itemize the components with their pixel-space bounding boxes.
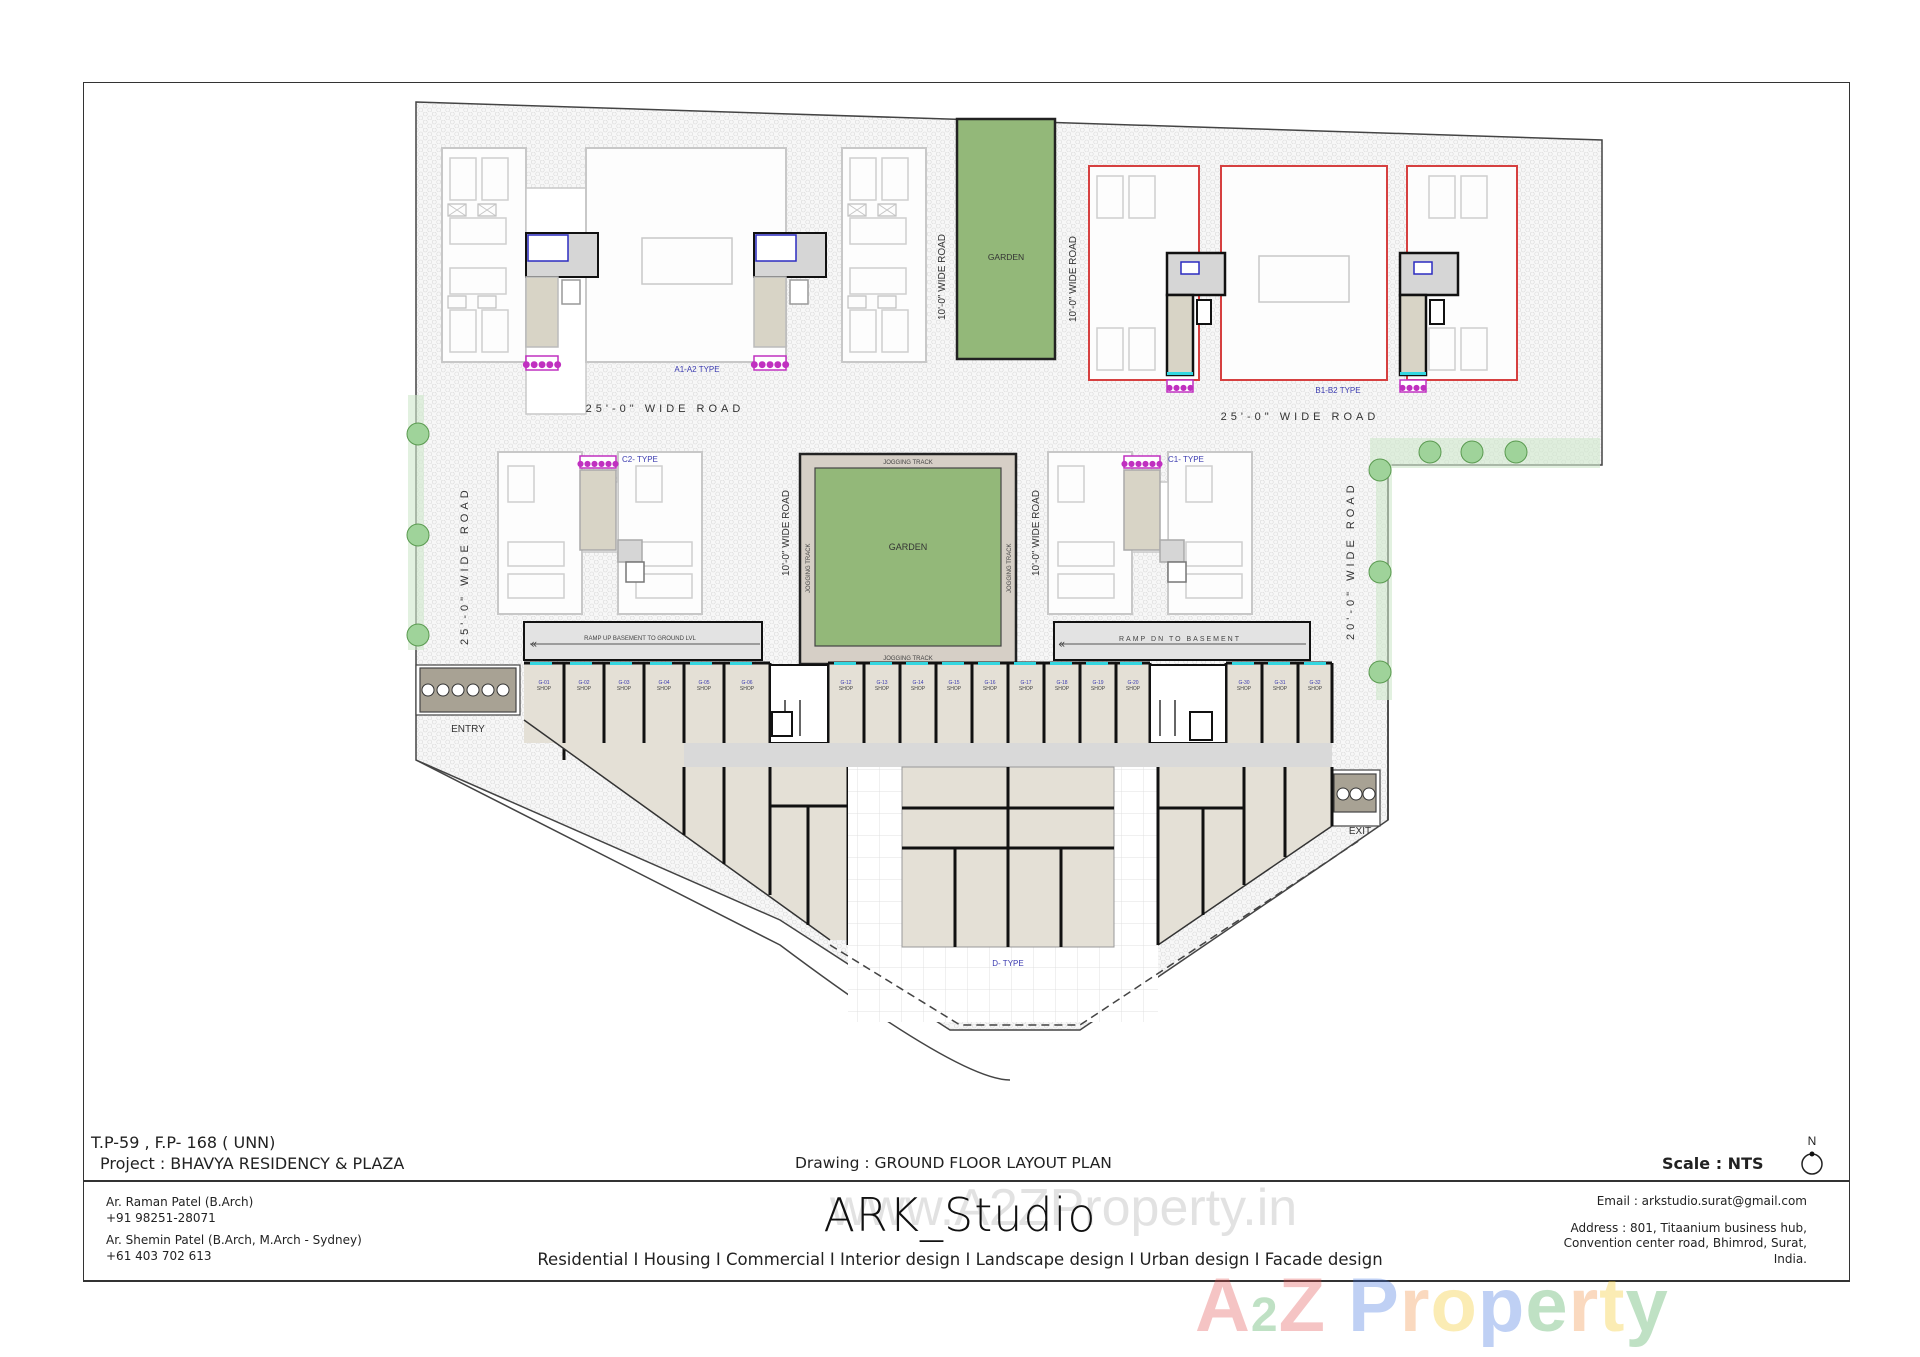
svg-text:JOGGING TRACK: JOGGING TRACK: [883, 656, 933, 662]
studio-address-line2: Convention center road, Bhimrod, Surat,: [1563, 1236, 1807, 1250]
architect-2-name: Ar. Shemin Patel (B.Arch, M.Arch - Sydne…: [106, 1233, 362, 1247]
studio-address-line1: Address : 801, Titaanium business hub,: [1570, 1220, 1807, 1235]
studio-tagline: Residential I Housing I Commercial I Int…: [537, 1250, 1383, 1269]
core-stair-left: [769, 664, 829, 744]
exit-gate: [1329, 769, 1381, 827]
svg-text:20'-0" WIDE ROAD: 20'-0" WIDE ROAD: [1345, 481, 1357, 640]
svg-text:10'-0" WIDE ROAD: 10'-0" WIDE ROAD: [1068, 236, 1079, 322]
watermark-a2z-property-logo: A2Z Property: [1195, 1263, 1669, 1348]
svg-text:ENTRY: ENTRY: [451, 724, 485, 735]
studio-brand: ARK_Studio: [0, 1188, 1920, 1242]
svg-text:●●●●●: ●●●●●: [522, 360, 561, 370]
svg-text:10'-0" WIDE ROAD: 10'-0" WIDE ROAD: [781, 490, 792, 576]
core-a1: ●●●●●: [522, 232, 599, 371]
commercial-front-row: [524, 661, 1334, 760]
tp-fp-number: T.P-59 , F.P- 168 ( UNN): [91, 1133, 276, 1152]
svg-text:GARDEN: GARDEN: [889, 542, 928, 552]
scale-label: Scale : NTS: [1662, 1154, 1764, 1173]
entry-gate: [415, 664, 521, 716]
corridor: [684, 743, 1332, 767]
building-c1: [1047, 451, 1253, 615]
svg-text:RAMP UP BASEMENT TO GROUND LVL: RAMP UP BASEMENT TO GROUND LVL: [584, 636, 696, 642]
svg-text:B1-B2 TYPE: B1-B2 TYPE: [1315, 386, 1360, 395]
architect-1-name: Ar. Raman Patel (B.Arch): [106, 1195, 254, 1209]
drawing-frame: [83, 82, 1850, 1282]
svg-text:«: «: [530, 637, 537, 651]
svg-text:JOGGING TRACK: JOGGING TRACK: [883, 460, 933, 466]
svg-text:●●●●●●: ●●●●●●: [577, 459, 619, 468]
studio-email: Email : arkstudio.surat@gmail.com: [1596, 1194, 1807, 1208]
svg-text:JOGGING TRACK: JOGGING TRACK: [806, 543, 812, 593]
ramp-down: [1053, 621, 1311, 661]
architect-1-phone: +91 98251-28071: [106, 1211, 216, 1225]
svg-text:A1-A2 TYPE: A1-A2 TYPE: [674, 365, 719, 374]
project-info: T.P-59 , F.P- 168 ( UNN) Project : BHAVY…: [91, 1132, 404, 1174]
core-b1: ●●●●: [1165, 251, 1227, 393]
project-name: Project : BHAVYA RESIDENCY & PLAZA: [100, 1154, 405, 1173]
svg-text:10'-0" WIDE ROAD: 10'-0" WIDE ROAD: [1031, 490, 1042, 576]
svg-text:EXIT: EXIT: [1349, 826, 1371, 837]
svg-text:25'-0" WIDE ROAD: 25'-0" WIDE ROAD: [1221, 411, 1380, 423]
svg-text:D- TYPE: D- TYPE: [992, 959, 1023, 968]
north-label: N: [1808, 1134, 1817, 1148]
core-b2: ●●●●: [1398, 251, 1460, 393]
architect-2-phone: +61 403 702 613: [106, 1249, 212, 1263]
svg-text:JOGGING TRACK: JOGGING TRACK: [1007, 543, 1013, 593]
svg-text:«: «: [1058, 637, 1065, 651]
studio-address-line3: India.: [1773, 1251, 1807, 1266]
watermark-url: www.A2ZProperty.in: [830, 1179, 1298, 1237]
svg-text:GARDEN: GARDEN: [988, 252, 1024, 262]
svg-text:25'-0" WIDE ROAD: 25'-0" WIDE ROAD: [586, 403, 745, 415]
drawing-title: Drawing : GROUND FLOOR LAYOUT PLAN: [795, 1154, 1112, 1172]
tree-row-right: [1368, 438, 1600, 700]
tree-row-left: [406, 395, 430, 650]
architect-2: Ar. Shemin Patel (B.Arch, M.Arch - Sydne…: [106, 1232, 362, 1264]
studio-name: ARK_Studio: [823, 1188, 1097, 1242]
title-block-divider-top: [83, 1180, 1850, 1182]
svg-text:25'-0" WIDE ROAD: 25'-0" WIDE ROAD: [459, 486, 471, 645]
svg-text:C1- TYPE: C1- TYPE: [1168, 455, 1204, 464]
svg-text:RAMP DN TO BASEMENT: RAMP DN TO BASEMENT: [1119, 636, 1241, 643]
studio-contact: Email : arkstudio.surat@gmail.com Addres…: [1564, 1194, 1807, 1267]
svg-text:●●●●: ●●●●: [1399, 383, 1427, 392]
svg-text:C2- TYPE: C2- TYPE: [622, 455, 658, 464]
core-stair-right: [1149, 664, 1227, 744]
architects: Ar. Raman Patel (B.Arch) +91 98251-28071…: [106, 1194, 362, 1270]
svg-text:●●●●●●: ●●●●●●: [1121, 459, 1163, 468]
garden-center: [814, 467, 1002, 647]
architect-1: Ar. Raman Patel (B.Arch) +91 98251-28071: [106, 1194, 362, 1226]
svg-text:●●●●: ●●●●: [1166, 383, 1194, 392]
svg-text:10'-0" WIDE ROAD: 10'-0" WIDE ROAD: [937, 234, 948, 320]
title-block-divider-bottom: [83, 1280, 1850, 1282]
svg-text:●●●●●: ●●●●●: [750, 360, 789, 370]
north-arrow-icon: N: [1797, 1134, 1827, 1178]
ramp-up: [523, 621, 763, 661]
commercial-left-block: [524, 663, 848, 940]
garden-top: [955, 117, 1057, 361]
core-a2: ●●●●●: [750, 232, 827, 371]
